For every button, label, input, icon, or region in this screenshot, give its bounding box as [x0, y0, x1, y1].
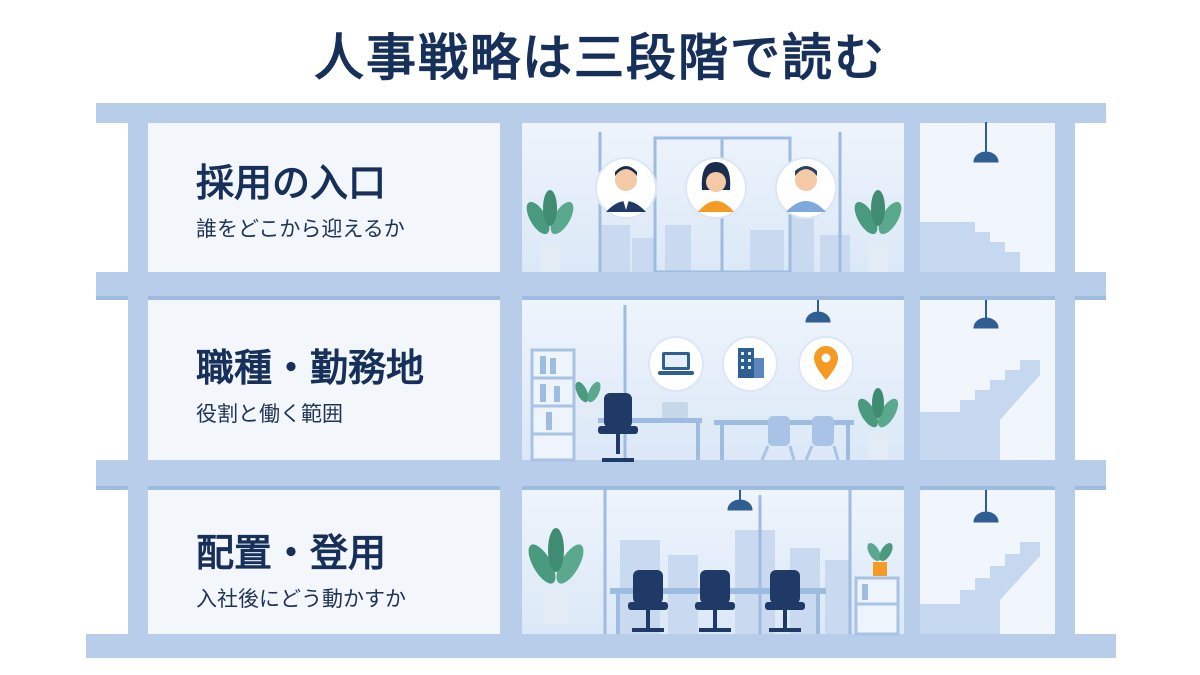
roof-slab — [96, 103, 1106, 123]
floor-slab-1 — [96, 272, 1106, 300]
laptop-icon — [648, 336, 704, 392]
person-woman-icon — [685, 157, 747, 219]
floor-2-label-panel — [148, 300, 500, 460]
staircase — [920, 222, 1040, 634]
floor-1-label-panel — [148, 122, 500, 272]
floor-2-heading: 職種・勤務地 — [196, 346, 425, 390]
office-chair — [604, 393, 632, 428]
floor-2-subtext: 役割と働く範囲 — [196, 402, 343, 426]
person-suit-icon — [595, 157, 657, 219]
floor-3-label: 配置・登用 入社後にどう動かすか — [196, 530, 496, 614]
floor-1-label: 採用の入口 誰をどこから迎えるか — [196, 160, 496, 244]
floor-1-heading: 採用の入口 — [196, 161, 387, 205]
pendant-lamps — [727, 122, 999, 523]
person-casual-icon — [775, 157, 837, 219]
floor-2-label: 職種・勤務地 役割と働く範囲 — [196, 345, 496, 429]
meeting-table — [610, 570, 826, 634]
ground-slab — [86, 634, 1116, 658]
floor-1-subtext: 誰をどこから迎えるか — [196, 217, 405, 241]
location-pin-icon — [798, 336, 854, 392]
floor-3-subtext: 入社後にどう動かすか — [196, 587, 406, 611]
desk-area — [598, 393, 854, 462]
office-building-icon — [722, 336, 778, 392]
floor-3-heading: 配置・登用 — [196, 531, 387, 575]
page-title: 人事戦略は三段階で読む — [314, 29, 886, 87]
laptop-on-desk — [662, 402, 688, 418]
plants — [526, 190, 902, 624]
columns — [128, 122, 1075, 634]
floor-slab-2 — [96, 460, 1106, 490]
floor-3-label-panel — [148, 490, 500, 634]
city-silhouette — [600, 215, 850, 634]
